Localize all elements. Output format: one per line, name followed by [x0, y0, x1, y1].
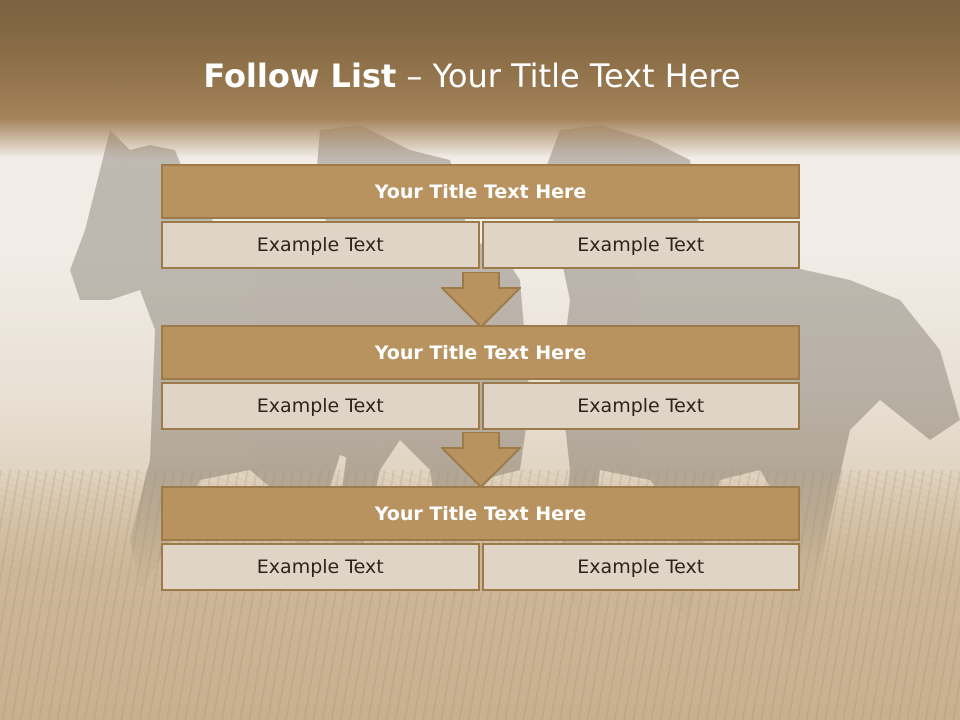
flow-box-row: Example Text Example Text [161, 543, 800, 591]
header-band [0, 0, 960, 158]
slide-title-bold: Follow List [203, 57, 397, 95]
flow-box-cell-left: Example Text [161, 382, 480, 430]
flow-box-1: Your Title Text Here Example Text Exampl… [161, 164, 800, 269]
flow-box-cell-left: Example Text [161, 221, 480, 269]
flow-box-title: Your Title Text Here [161, 164, 800, 219]
flow-box-cell-right: Example Text [481, 543, 800, 591]
down-arrow-icon [441, 432, 521, 488]
flow-box-cell-right: Example Text [481, 221, 800, 269]
flow-box-2: Your Title Text Here Example Text Exampl… [161, 325, 800, 430]
flow-box-3: Your Title Text Here Example Text Exampl… [161, 486, 800, 591]
flow-box-cell-left: Example Text [161, 543, 480, 591]
slide-title-rest: – Your Title Text Here [396, 57, 741, 95]
slide-title: Follow List – Your Title Text Here [0, 56, 944, 96]
flow-box-title: Your Title Text Here [161, 486, 800, 541]
flow-box-cell-right: Example Text [481, 382, 800, 430]
flow-box-title: Your Title Text Here [161, 325, 800, 380]
flow-box-row: Example Text Example Text [161, 382, 800, 430]
down-arrow-icon [441, 272, 521, 328]
flow-box-row: Example Text Example Text [161, 221, 800, 269]
